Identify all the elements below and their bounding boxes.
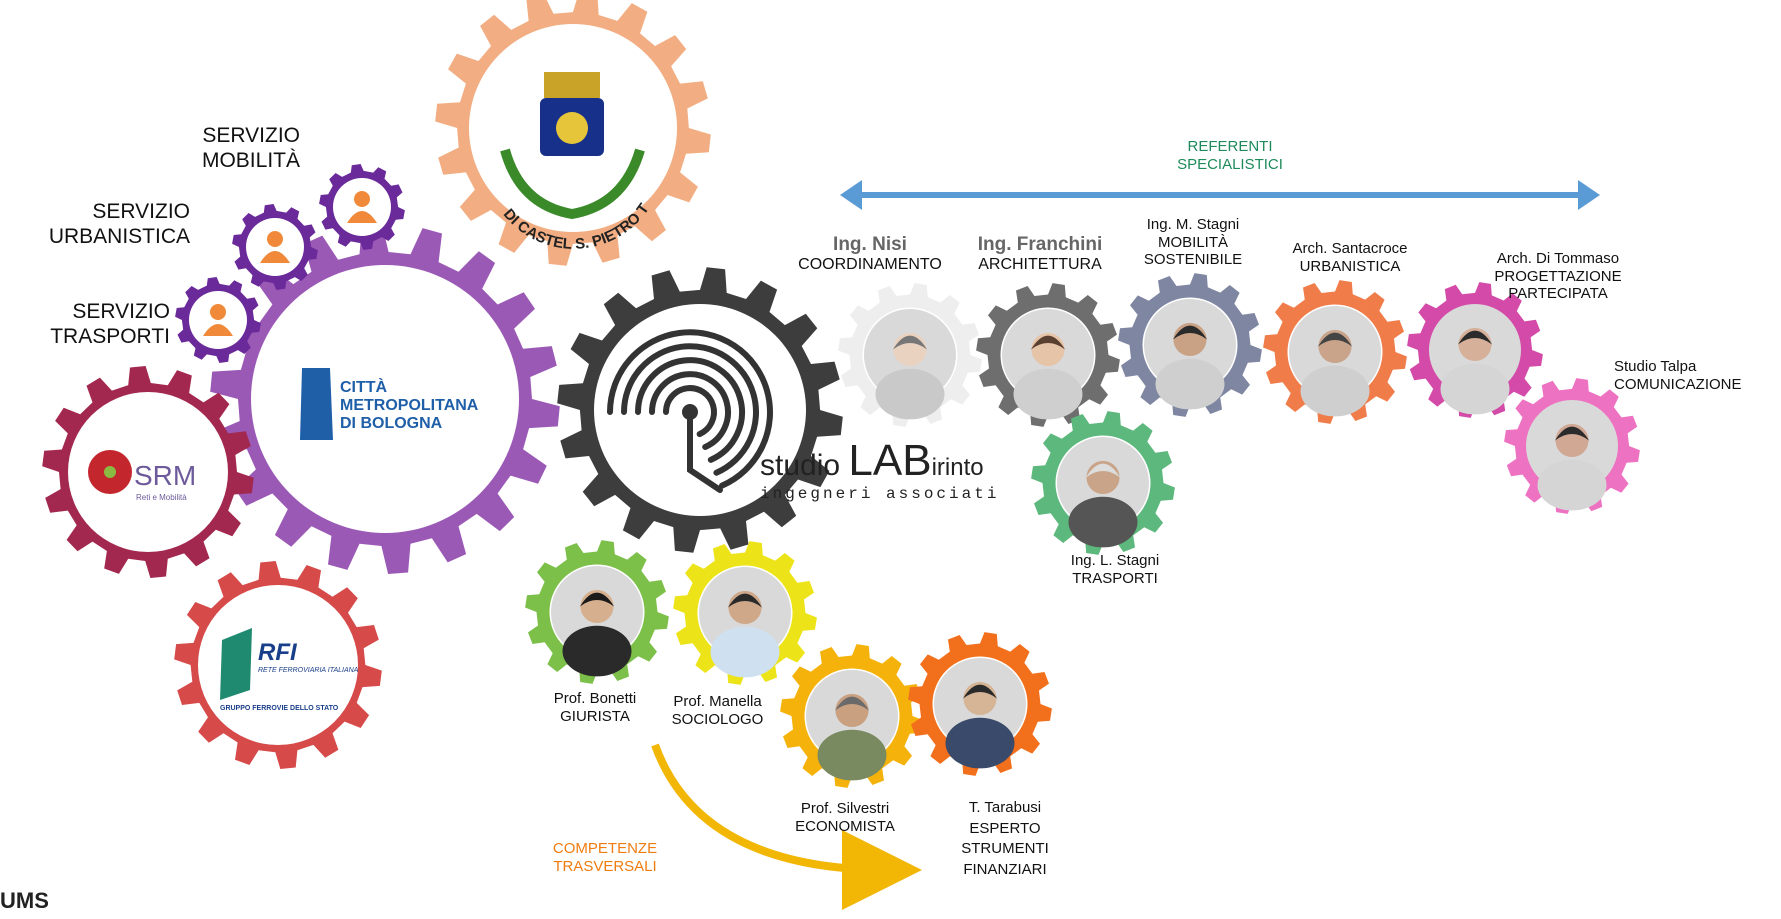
person-icon-head <box>267 231 283 247</box>
labyrinth-ring-3 <box>649 371 731 450</box>
photo-silvestri <box>806 670 898 781</box>
gear-rfi-hole <box>198 585 358 745</box>
photo-m-stagni <box>1144 299 1236 410</box>
person-icon-servizio-mobilita <box>347 191 377 223</box>
labyrinth-icon <box>607 329 773 493</box>
gear-srm-hole <box>68 392 228 552</box>
labyrinth-center <box>682 404 698 420</box>
photo-bonetti <box>551 566 643 677</box>
metro-text-1: METROPOLITANA <box>340 397 479 414</box>
photo-bonetti-hair <box>579 592 615 607</box>
person-icon-servizio-urbanistica <box>260 231 290 263</box>
rfi-sub2: GRUPPO FERROVIE DELLO STATO <box>220 705 339 712</box>
rfi-sub1: RETE FERROVIARIA ITALIANA <box>258 667 359 674</box>
photo-m-stagni-body <box>1155 358 1225 410</box>
photo-m-stagni-hair <box>1172 325 1208 340</box>
metro-text-2: DI BOLOGNA <box>340 415 443 432</box>
competenze-arrow <box>651 743 922 910</box>
labyrinth-ring-1 <box>621 343 759 476</box>
photo-l-stagni-hair <box>1085 463 1121 478</box>
srm-name: SRM <box>134 460 196 491</box>
lion-icon <box>556 112 588 144</box>
photo-franchini <box>1002 309 1094 420</box>
crown-icon <box>544 72 600 98</box>
footer-fragment: UMS <box>0 888 49 913</box>
labyrinth-ring-4 <box>663 385 717 438</box>
photo-di-tommaso <box>1429 304 1521 415</box>
photo-di-tommaso-hair <box>1457 330 1493 345</box>
srm-logo: SRM Reti e Mobilità <box>88 450 196 502</box>
photo-tarabusi-hair <box>962 684 998 699</box>
photo-talpa-body <box>1537 459 1607 511</box>
photo-l-stagni <box>1057 437 1149 548</box>
labyrinth-ring-0 <box>607 329 773 489</box>
photo-talpa-hair <box>1554 426 1590 441</box>
person-icon-body <box>203 324 233 336</box>
photo-silvestri-body <box>817 729 887 781</box>
photo-manella-body <box>710 626 780 678</box>
photo-manella-hair <box>727 593 763 608</box>
photo-manella <box>699 567 791 678</box>
person-icon-body <box>260 251 290 263</box>
person-icon-head <box>354 191 370 207</box>
photo-tarabusi <box>934 658 1026 769</box>
gear-citta-metropolitana-hole <box>251 265 519 533</box>
photo-bonetti-body <box>562 625 632 677</box>
studio-tagline: ingegneri associati <box>760 485 999 503</box>
srm-sub: Reti e Mobilità <box>136 493 187 502</box>
photo-nisi <box>864 309 956 420</box>
studio-lab: LAB <box>848 436 931 485</box>
referenti-arrow-head-left <box>840 180 862 210</box>
laurel-wreath <box>500 148 645 220</box>
studio-prefix: studio <box>760 449 848 482</box>
rfi-name: RFI <box>258 639 298 666</box>
photo-nisi-body <box>875 368 945 420</box>
labyrinth-path <box>687 417 723 493</box>
photo-silvestri-hair <box>834 696 870 711</box>
photo-franchini-body <box>1013 368 1083 420</box>
rfi-mark-icon <box>220 628 252 700</box>
photo-nisi-hair <box>892 335 928 350</box>
photo-talpa <box>1526 400 1618 511</box>
photo-franchini-hair <box>1030 335 1066 350</box>
photo-tarabusi-body <box>945 717 1015 769</box>
photo-l-stagni-body <box>1068 496 1138 548</box>
referenti-arrow-head-right <box>1578 180 1600 210</box>
person-icon-servizio-trasporti <box>203 304 233 336</box>
metro-text-0: CITTÀ <box>340 377 388 396</box>
photo-santacroce-body <box>1300 365 1370 417</box>
photo-santacroce-hair <box>1317 332 1353 347</box>
referenti-arrow <box>840 180 1600 210</box>
srm-flower-center <box>104 466 116 478</box>
person-icon-head <box>210 304 226 320</box>
studio-suffix: irinto <box>932 454 984 481</box>
photo-santacroce <box>1289 306 1381 417</box>
photo-di-tommaso-body <box>1440 363 1510 415</box>
studio-name: studio LABirinto <box>760 436 984 485</box>
person-icon-body <box>347 211 377 223</box>
labyrinth-ring-2 <box>635 357 745 463</box>
metro-emblem <box>300 368 333 440</box>
